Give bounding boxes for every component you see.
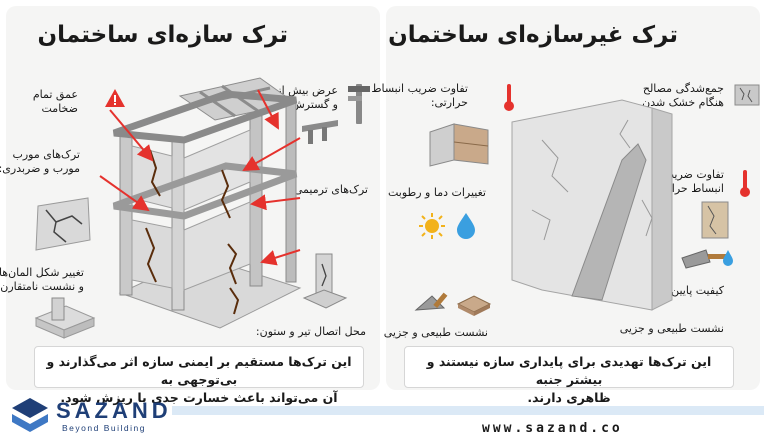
settled-block-sample (34, 297, 96, 339)
label-deform-line2: و نشست نامتقارن: (0, 280, 84, 293)
thermometer-icon (740, 170, 750, 197)
label-settle-left: نشست طبیعی و جزیی (383, 326, 488, 339)
label-humidity: تغییرات دما و رطوبت (387, 186, 486, 199)
brick-pile-icon (456, 295, 492, 316)
label-diagonal-line2: مورب و ضربدری: (0, 162, 80, 175)
structural-caption: این ترک‌ها مستقیم بر ایمنی سازه اثر می‌گ… (34, 346, 364, 405)
trowel-icon (681, 249, 733, 269)
column-footing-sample (302, 253, 348, 309)
label-settle-right: نشست طبیعی و جزیی (619, 322, 724, 335)
label-deep-line1: عمق تمام (32, 88, 78, 101)
label-shrink-line1: جمع‌شدگی مصالح (642, 82, 724, 95)
cracked-slab-sample (35, 197, 91, 251)
building-frame-illustration (112, 77, 302, 329)
label-shrink-line2: هنگام خشک شدن (642, 96, 724, 109)
label-deep-line2: ضخامت (41, 102, 79, 115)
structural-caption-line2: آن می‌تواند باعث خسارت جدی یا ریزش شود. (60, 390, 338, 405)
caliper-icon (348, 84, 370, 124)
label-deform-line1: تغییر شکل المان‌ها (0, 266, 84, 279)
label-thermal-top-line2: حرارتی: (430, 96, 468, 109)
brand-tagline: Beyond Building (62, 423, 146, 433)
water-drop-icon (457, 213, 475, 239)
sun-icon (419, 213, 445, 239)
label-joint: محل اتصال تیر و ستون: (255, 325, 366, 338)
caliper-tool-icon (302, 120, 338, 144)
label-mixed: ترک‌های ترمیمی (293, 183, 368, 196)
label-diagonal-line1: ترک‌های مورب (12, 148, 80, 161)
non-structural-caption-line1: این ترک‌ها تهدیدی برای پایداری سازه نیست… (426, 354, 712, 387)
trowel-icon (414, 292, 448, 311)
label-thermal-side-line1: تفاوت ضریب (663, 168, 724, 181)
cracked-wall-illustration (511, 99, 673, 311)
brick-block-icon (429, 123, 489, 167)
shrink-block-icon (734, 84, 760, 106)
label-width-line2: و گسترش: (287, 98, 338, 111)
structural-title: ترک سازه‌ای ساختمان (37, 22, 288, 48)
website-url[interactable]: www.sazand.co (482, 421, 623, 436)
wall-section-icon (701, 201, 729, 239)
non-structural-title: ترک غیرسازه‌ای ساختمان (388, 22, 678, 48)
label-thermal-top-line1: تفاوت ضریب انبساط (371, 82, 468, 95)
brand-logo: SAZAND Beyond Building (8, 394, 168, 440)
thermometer-icon (504, 84, 514, 111)
warning-icon (105, 89, 125, 107)
non-structural-caption: این ترک‌ها تهدیدی برای پایداری سازه نیست… (404, 346, 734, 405)
brand-mark-icon (12, 398, 48, 432)
non-structural-caption-line2: ظاهری دارند. (527, 390, 611, 405)
structural-caption-line1: این ترک‌ها مستقیم بر ایمنی سازه اثر می‌گ… (46, 354, 352, 387)
footer-bar (172, 406, 764, 415)
brand-name: SAZAND (56, 398, 172, 423)
